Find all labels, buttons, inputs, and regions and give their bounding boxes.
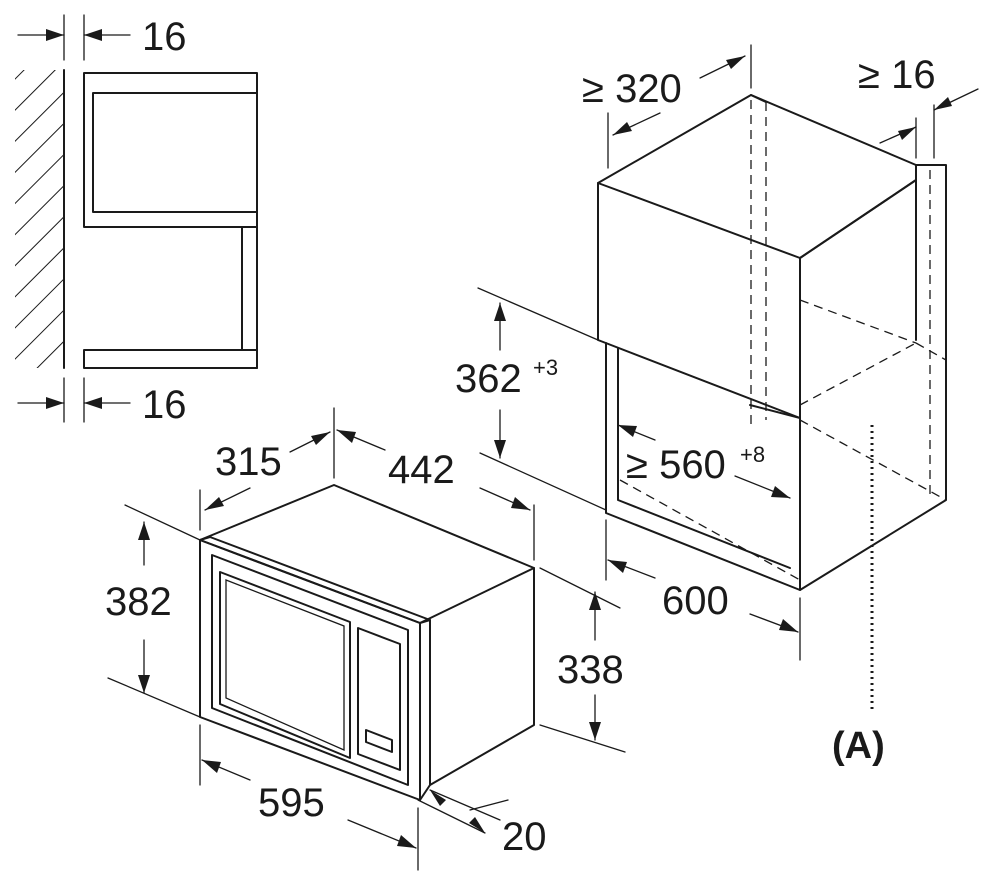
side-view: 16 16 [15, 14, 258, 427]
niche-height-label: 362 [455, 357, 522, 401]
front-thickness-label: 20 [502, 815, 547, 859]
marker-label-a: (A) [832, 725, 885, 767]
cabinet: (A) ≥ 320 ≥ 16 362 +3 ≥ 560 +8 [455, 44, 979, 767]
niche-depth-tolerance: +8 [740, 442, 765, 467]
oven-front-height-label: 382 [105, 580, 172, 624]
lower-shelf [83, 349, 258, 369]
side-bottom-gap-label: 16 [142, 383, 187, 427]
oven-body-width-label: 442 [388, 448, 455, 492]
cabinet-side-label: ≥ 16 [858, 53, 936, 97]
cabinet-depth-label: ≥ 320 [582, 67, 682, 111]
oven-body-height-label: 338 [557, 648, 624, 692]
niche-depth-label: ≥ 560 [626, 443, 726, 487]
oven-depth-label: 315 [215, 440, 282, 484]
niche-height-tolerance: +3 [533, 355, 558, 380]
cabinet-width-label: 600 [662, 579, 729, 623]
microwave: 315 442 382 338 595 [105, 407, 626, 871]
side-top-gap-label: 16 [142, 15, 187, 59]
oven-front-width-label: 595 [258, 781, 325, 825]
upper-shelf [83, 72, 258, 228]
wall-hatching [15, 70, 63, 368]
